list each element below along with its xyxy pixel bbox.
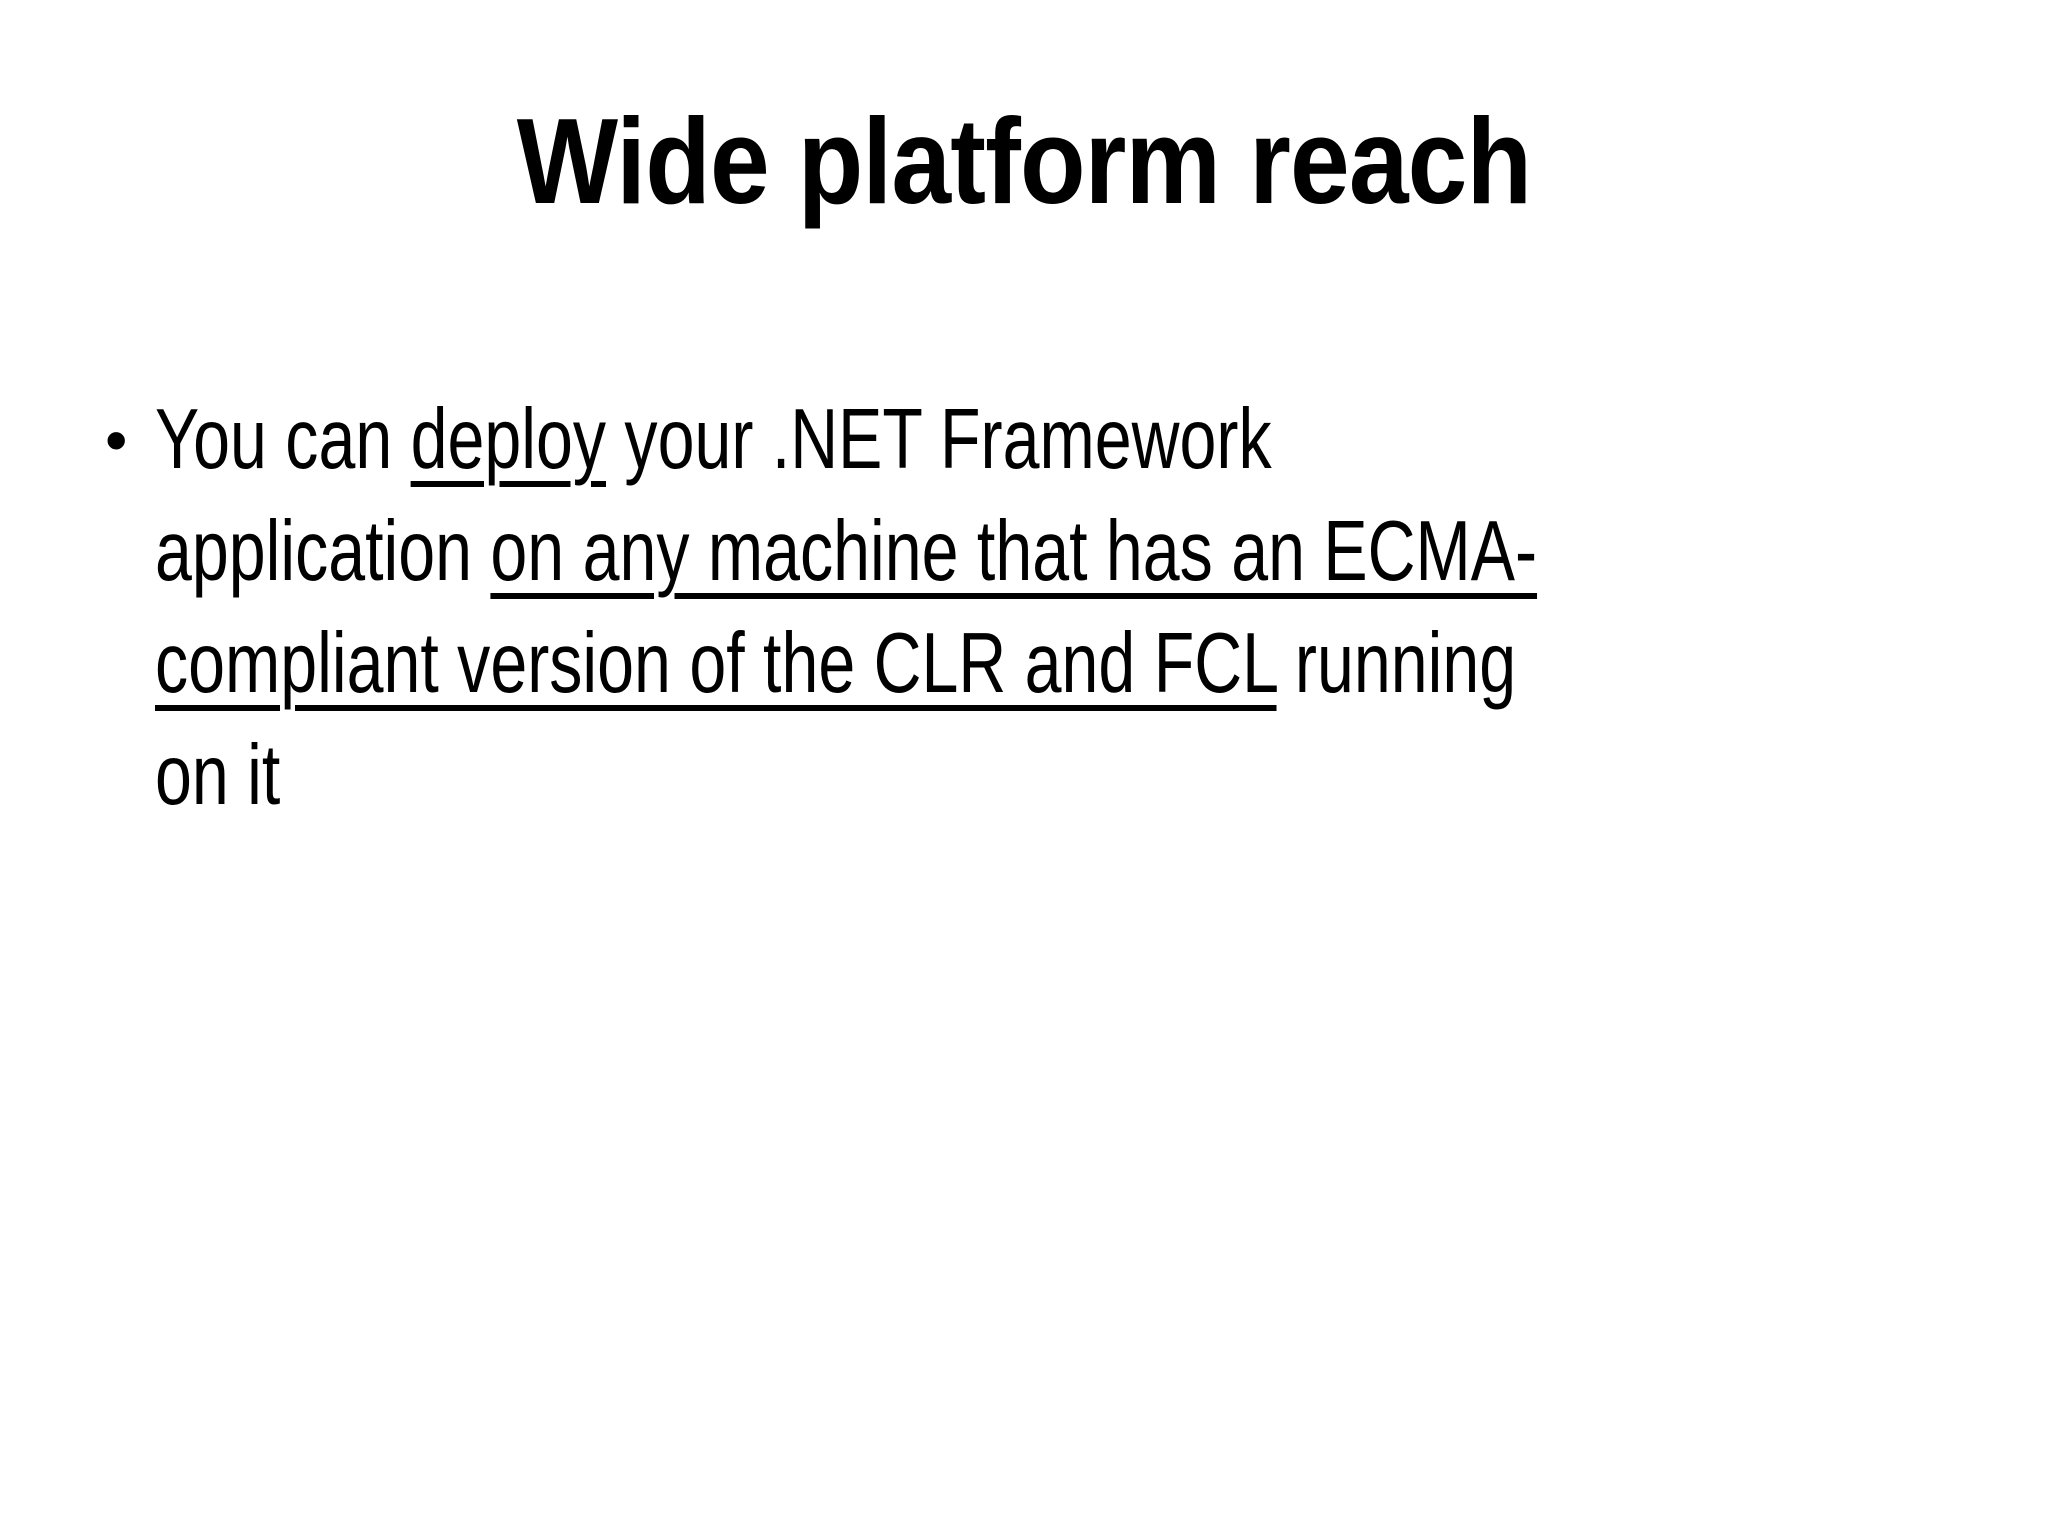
slide-title: Wide platform reach bbox=[516, 93, 1532, 229]
text-segment: your .NET Framework application bbox=[155, 392, 1272, 600]
bullet-marker: • bbox=[105, 404, 128, 477]
bullet-text: You can deploy your .NET Framework appli… bbox=[155, 384, 1551, 832]
underlined-text-segment: on any machine that has an ECMA-complian… bbox=[155, 504, 1538, 712]
bullet-item: • You can deploy your .NET Framework app… bbox=[0, 384, 2048, 832]
underlined-text-segment: deploy bbox=[410, 392, 606, 488]
text-segment: You can bbox=[155, 392, 411, 488]
text-segment: running on it bbox=[155, 616, 1517, 824]
